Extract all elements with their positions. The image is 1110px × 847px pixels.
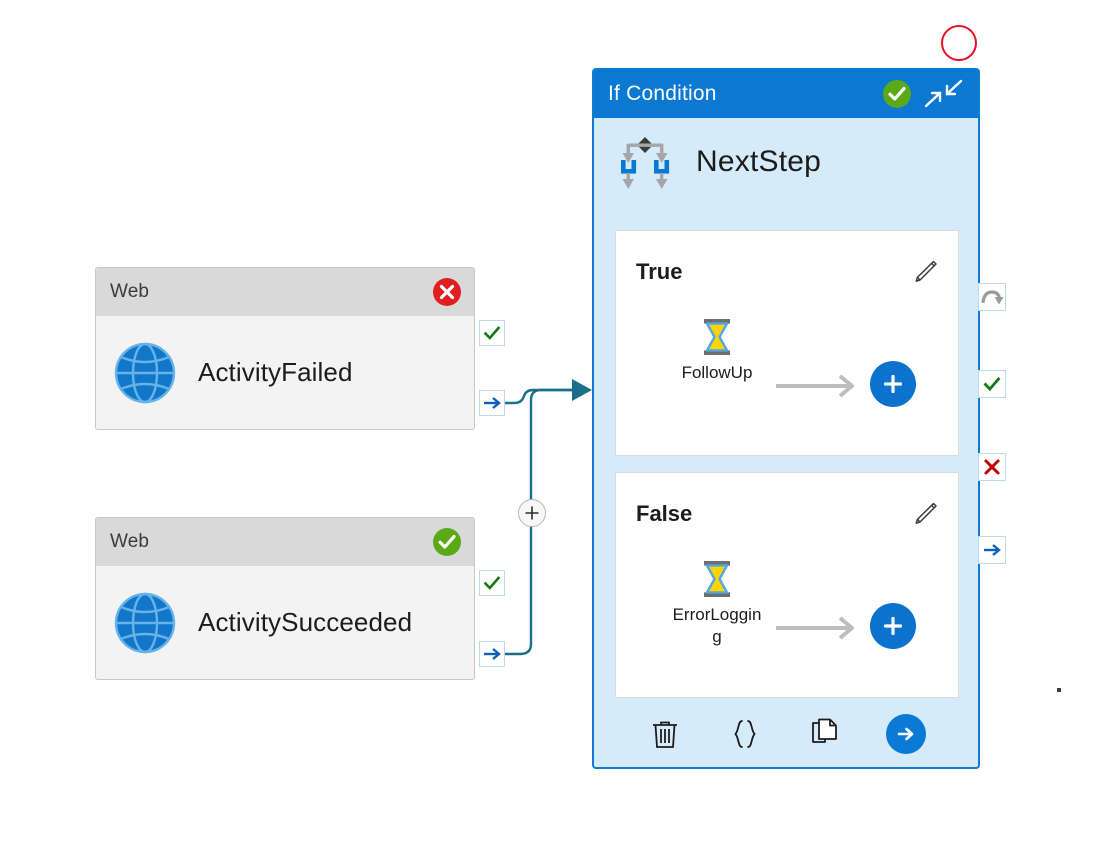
branch-box-false[interactable]: False ErrorLogging — [615, 472, 959, 698]
expression-button[interactable] — [726, 715, 764, 753]
branch-add-button-true[interactable] — [870, 361, 916, 407]
globe-icon — [114, 592, 176, 654]
activity-card-type-label: Web — [110, 281, 150, 302]
arrow-right-icon — [484, 648, 501, 660]
collapse-diagonal-icon[interactable] — [922, 76, 966, 112]
check-icon — [483, 576, 501, 590]
next-button[interactable] — [886, 714, 926, 754]
if-condition-header: If Condition — [594, 70, 978, 118]
if-condition-panel[interactable]: If Condition — [592, 68, 980, 769]
if-condition-skip-port[interactable] — [978, 283, 1006, 311]
connector-add-node[interactable] — [518, 499, 546, 527]
branch-add-button-false[interactable] — [870, 603, 916, 649]
if-condition-title: If Condition — [608, 82, 717, 105]
branch-box-true[interactable]: True FollowUp — [615, 230, 959, 456]
activity-failed-success-port[interactable] — [479, 320, 505, 346]
activity-succeeded-success-port[interactable] — [479, 570, 505, 596]
if-condition-success-port[interactable] — [978, 370, 1006, 398]
activity-succeeded-next-port[interactable] — [479, 641, 505, 667]
copy-button[interactable] — [806, 715, 844, 753]
branch-label-false: False — [636, 501, 693, 526]
branch-step-name-false: ErrorLogging — [672, 605, 762, 646]
activity-card-name: ActivityFailed — [198, 357, 353, 387]
check-icon — [483, 326, 501, 340]
activity-card-activity-failed[interactable]: Web ActivityFailed — [95, 267, 475, 430]
braces-icon — [734, 720, 756, 748]
cross-icon — [984, 459, 1000, 475]
success-circle-icon — [432, 527, 462, 557]
activity-card-body: ActivityFailed — [96, 316, 474, 429]
globe-icon — [114, 342, 176, 404]
pencil-icon[interactable] — [910, 257, 940, 287]
trash-icon — [653, 721, 677, 748]
skip-curve-arrow-icon — [981, 290, 1004, 305]
branch-step-false[interactable]: ErrorLogging — [672, 558, 762, 648]
if-condition-branch-icon — [616, 133, 674, 191]
plus-icon — [525, 506, 539, 520]
connector-arrowhead — [572, 379, 592, 401]
arrow-right-icon — [774, 374, 864, 398]
canvas-dot-marker — [1057, 688, 1061, 692]
copy-icon — [812, 718, 837, 743]
if-condition-next-port[interactable] — [978, 536, 1006, 564]
activity-card-name: ActivitySucceeded — [198, 607, 413, 637]
check-icon — [983, 377, 1001, 392]
arrow-right-icon — [774, 616, 864, 640]
hourglass-icon — [672, 316, 762, 358]
delete-button[interactable] — [646, 715, 684, 753]
activity-failed-next-port[interactable] — [479, 390, 505, 416]
activity-card-header: Web — [96, 518, 474, 566]
arrow-right-icon — [484, 397, 501, 409]
success-circle-icon — [882, 79, 912, 109]
plus-icon — [883, 616, 903, 636]
branch-label-true: True — [636, 259, 683, 284]
activity-card-activity-succeeded[interactable]: Web ActivitySucceeded — [95, 517, 475, 680]
activity-card-type-label: Web — [110, 531, 150, 552]
if-condition-step-row: NextStep — [594, 118, 978, 206]
error-circle-icon — [432, 277, 462, 307]
if-condition-step-name: NextStep — [696, 145, 821, 178]
hourglass-icon — [672, 558, 762, 600]
arrow-right-circle-icon — [897, 727, 914, 741]
connector-failed-to-condition — [505, 388, 572, 405]
activity-card-body: ActivitySucceeded — [96, 566, 474, 679]
if-condition-footer-toolbar — [594, 701, 978, 767]
branch-step-name-true: FollowUp — [681, 363, 753, 382]
red-circle-outline-icon — [941, 25, 977, 61]
plus-icon — [883, 374, 903, 394]
arrow-right-icon — [984, 544, 1001, 556]
activity-card-header: Web — [96, 268, 474, 316]
if-condition-failure-port[interactable] — [978, 453, 1006, 481]
branch-step-true[interactable]: FollowUp — [672, 316, 762, 384]
pencil-icon[interactable] — [910, 499, 940, 529]
